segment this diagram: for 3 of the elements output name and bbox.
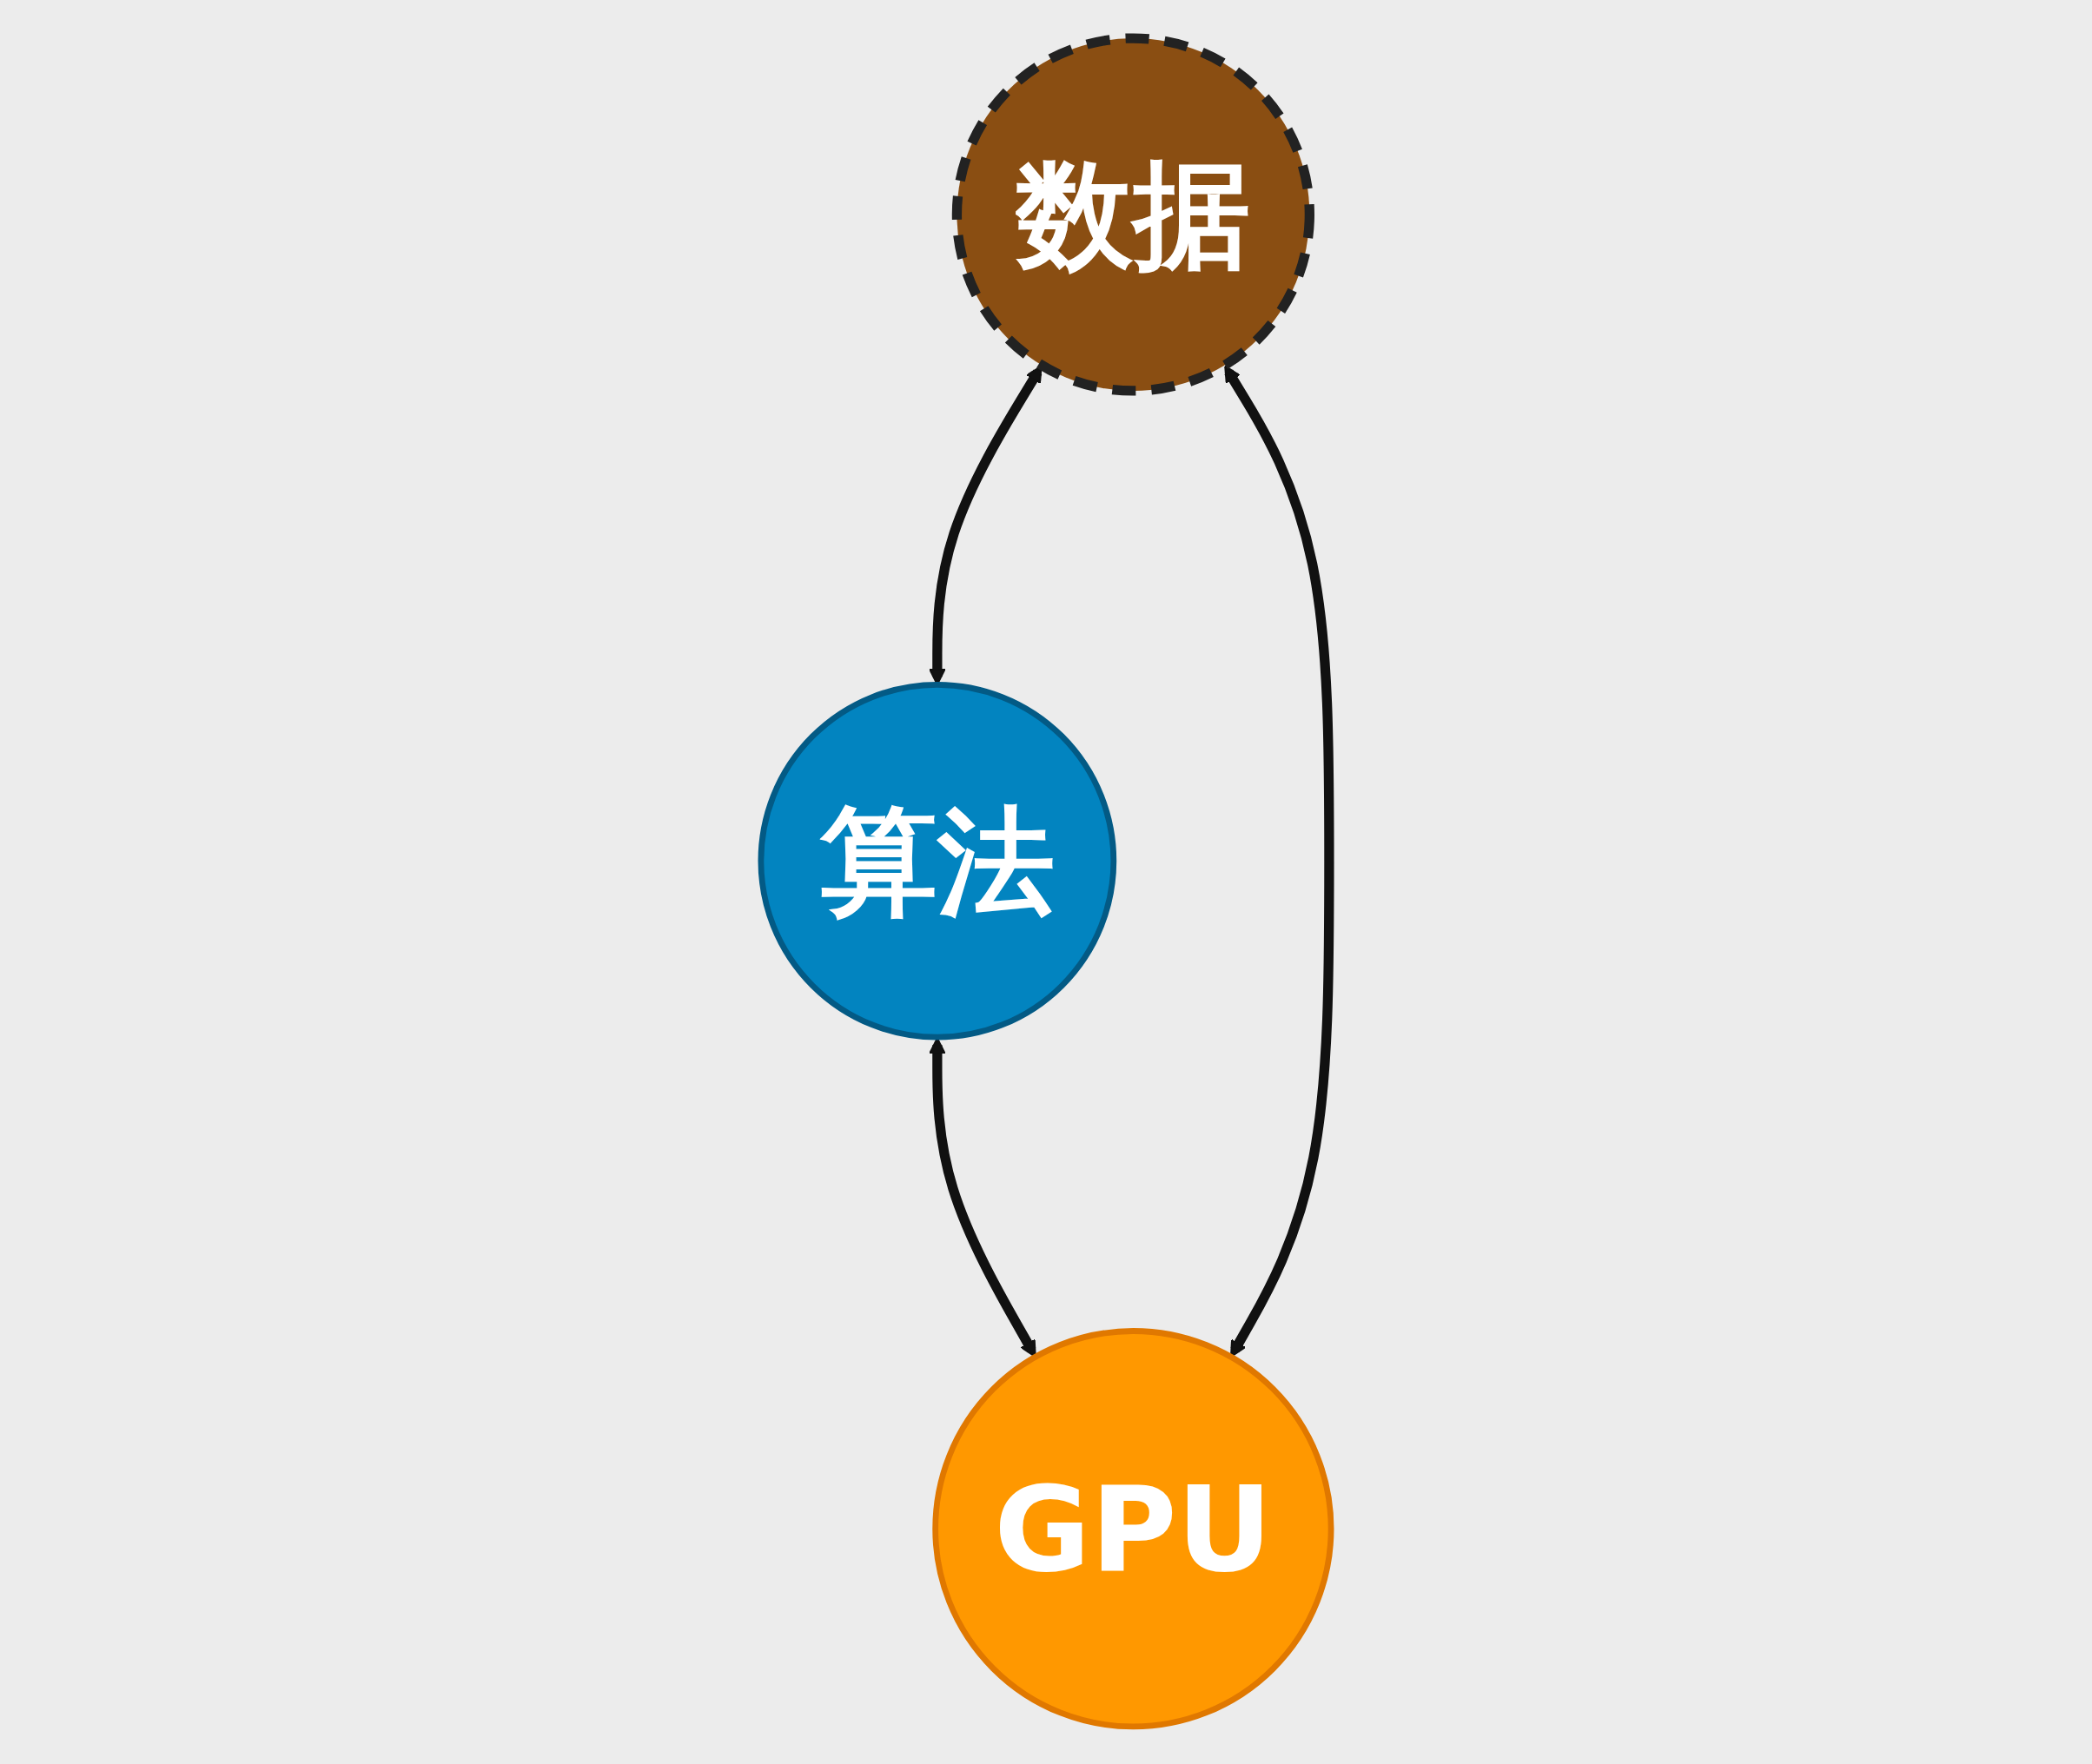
node-circle: 数据 <box>951 32 1314 396</box>
node-circle: 算法 <box>758 681 1117 1041</box>
node-circle: GPU <box>932 1327 1334 1729</box>
